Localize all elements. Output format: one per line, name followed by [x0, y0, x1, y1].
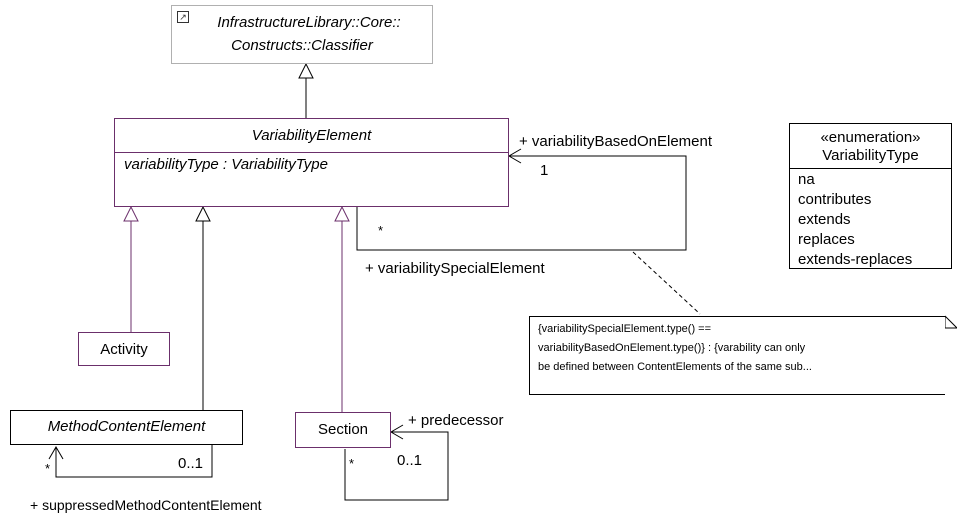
enum-literal: na [798, 171, 815, 188]
shortcut-arrow-icon: ↗ [177, 11, 189, 23]
note-fold [944, 315, 957, 329]
role-variability-special-element: + variabilitySpecialElement [365, 260, 545, 277]
mult-suppressed-source: * [45, 461, 51, 476]
association-variability-self [356, 148, 687, 251]
note-anchor-line [632, 251, 701, 315]
generalization-section [334, 205, 350, 412]
methodcontentelement-class[interactable]: MethodContentElement [10, 410, 243, 445]
generalization-methodcontentelement [195, 205, 211, 410]
activity-name: Activity [100, 341, 148, 358]
classifier-name-line1: InfrastructureLibrary::Core:: [217, 14, 401, 31]
class-name: VariabilityElement [251, 127, 372, 144]
enum-separator [790, 168, 951, 169]
enum-literal: extends [798, 211, 851, 228]
note-line: be defined between ContentElements of th… [538, 361, 812, 373]
mult-suppressed-target: 0..1 [178, 455, 204, 472]
note-line: {variabilitySpecialElement.type() == [538, 323, 712, 335]
enum-literal: contributes [798, 191, 872, 208]
mult-based-on: 1 [540, 162, 549, 179]
classifier-name-line2: Constructs::Classifier [231, 37, 373, 54]
activity-class[interactable]: Activity [78, 332, 170, 366]
enum-stereotype: «enumeration» [820, 129, 921, 146]
association-suppressed [48, 445, 213, 478]
enumeration-variabilitytype[interactable]: «enumeration» VariabilityType na contrib… [789, 123, 952, 269]
enum-literals: na contributes extends replaces extends-… [790, 170, 912, 270]
generalization-variabilityelement-classifier [298, 62, 314, 118]
role-variability-based-on-element: + variabilityBasedOnElement [519, 133, 713, 150]
generalization-activity [123, 205, 139, 332]
constraint-note[interactable]: {variabilitySpecialElement.type() == var… [529, 316, 945, 395]
association-section-predecessor [344, 424, 449, 501]
section-class[interactable]: Section [295, 412, 391, 448]
class-attribute: variabilityType : VariabilityType [124, 156, 328, 173]
classifier-box[interactable]: ↗ InfrastructureLibrary::Core:: Construc… [171, 5, 433, 64]
mult-predecessor-target: 0..1 [397, 452, 423, 469]
note-line: variabilityBasedOnElement.type()} : {var… [538, 342, 806, 354]
section-name: Section [317, 421, 369, 438]
mult-special: * [378, 223, 384, 238]
methodcontentelement-name: MethodContentElement [47, 418, 206, 435]
mult-predecessor-source: * [349, 456, 355, 471]
enum-literal: extends-replaces [798, 251, 913, 268]
class-separator [115, 152, 508, 153]
variabilityelement-class[interactable]: VariabilityElement variabilityType : Var… [114, 118, 509, 207]
enum-name: VariabilityType [822, 147, 919, 164]
role-suppressed-method-content-element: + suppressedMethodContentElement [30, 497, 262, 513]
role-predecessor: + predecessor [408, 412, 504, 429]
enum-literal: replaces [798, 231, 855, 248]
